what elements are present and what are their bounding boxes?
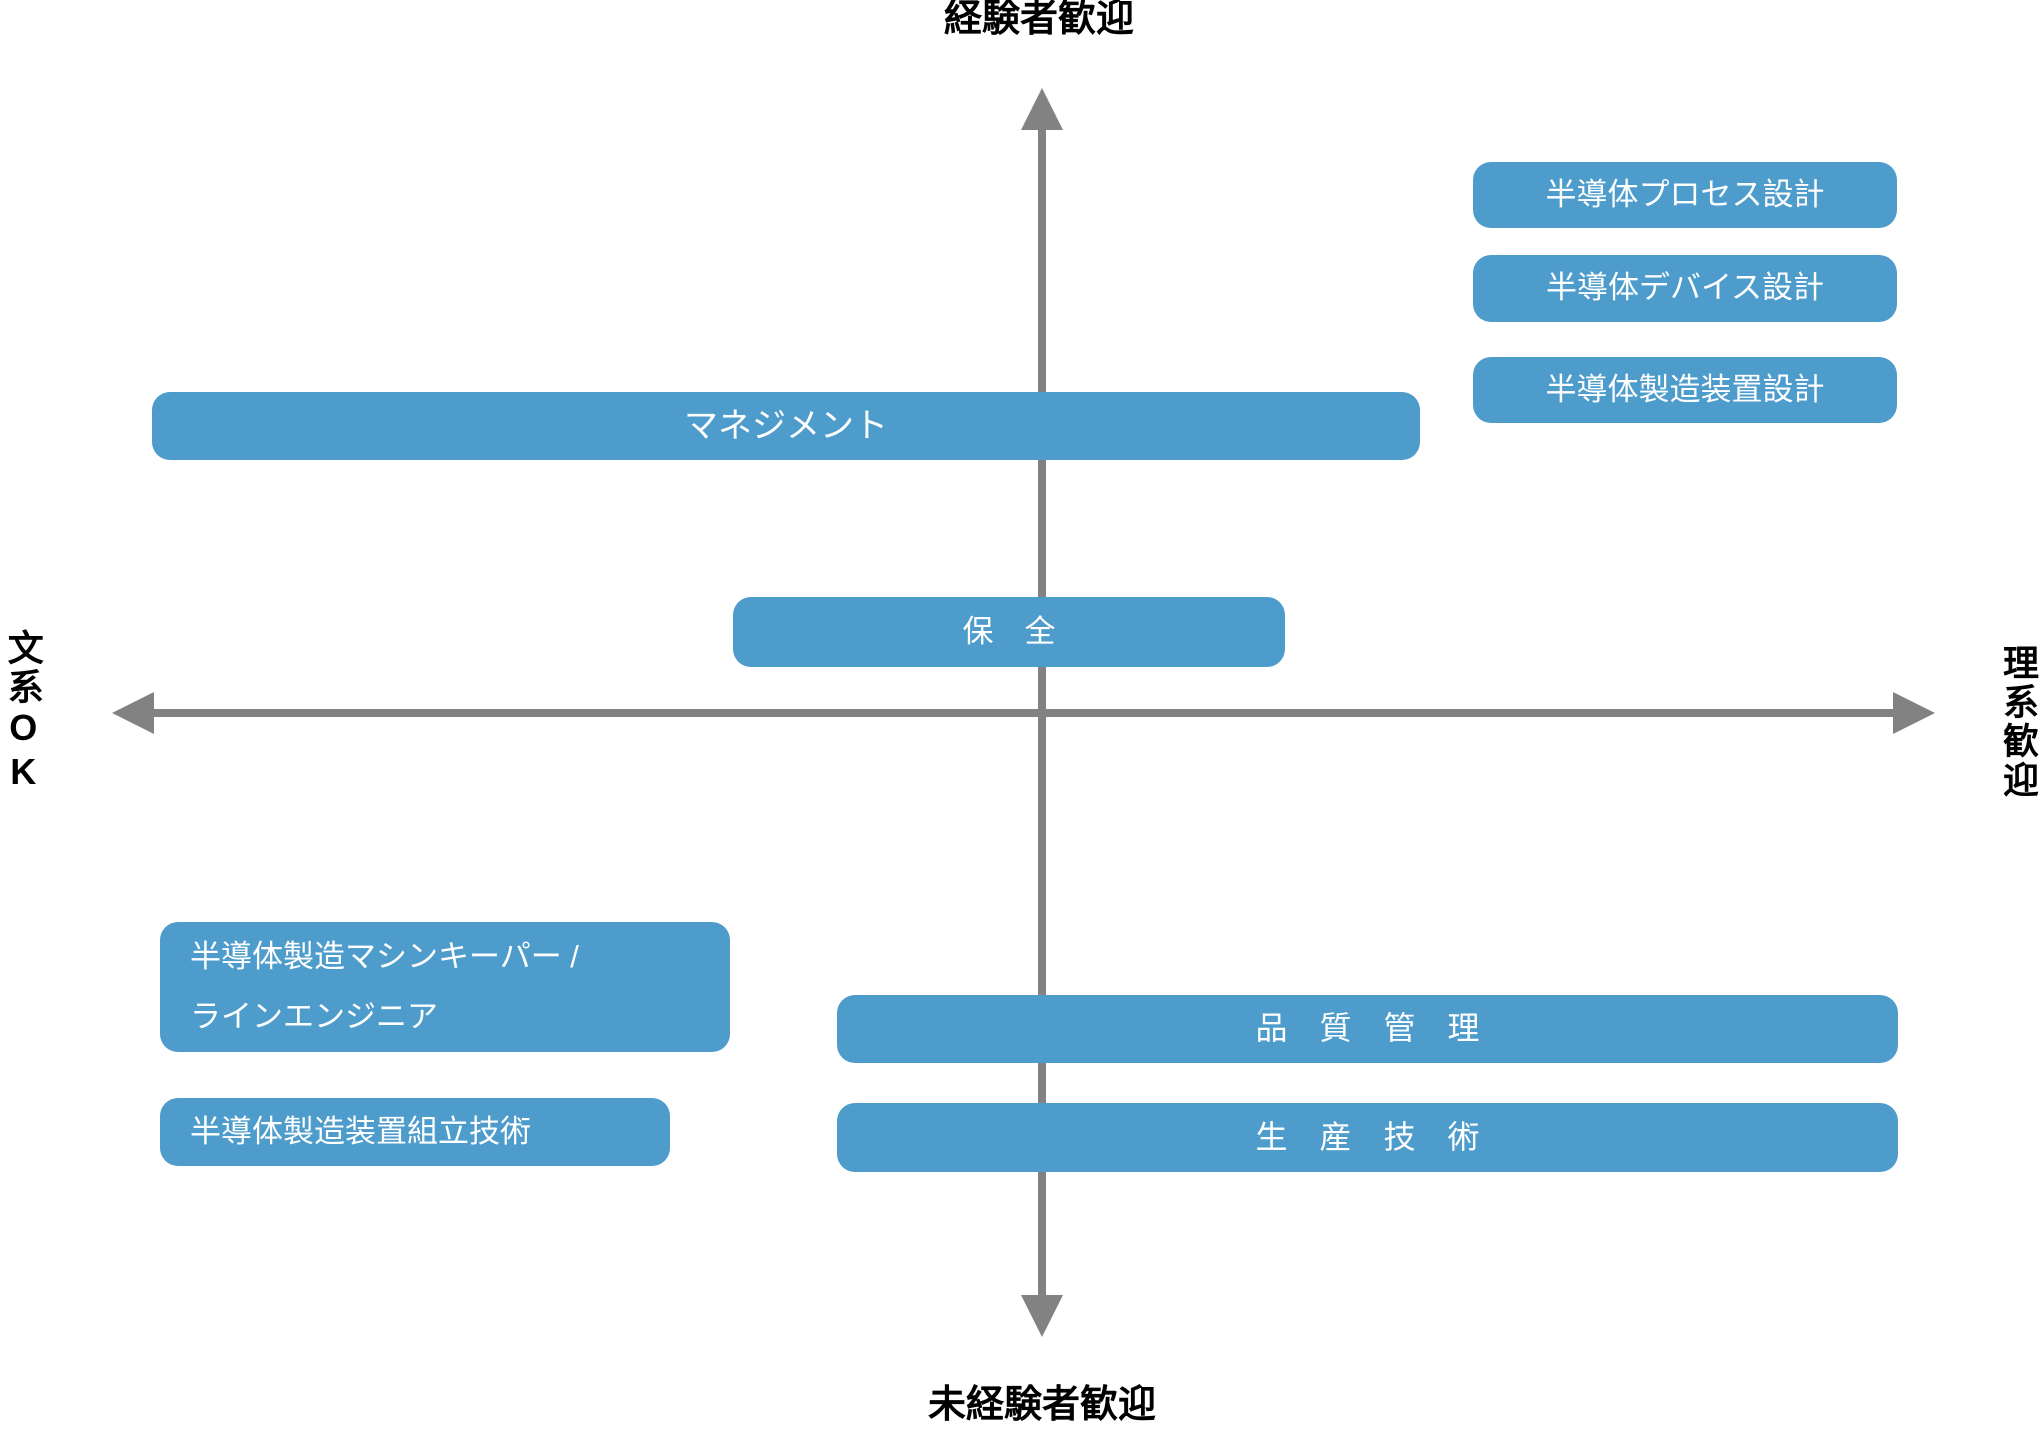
arrow-down-icon <box>1021 1295 1063 1337</box>
horizontal-axis-line <box>150 709 1895 717</box>
arrow-right-icon <box>1893 692 1935 734</box>
jobbox-machine-keeper-line-engineer: 半導体製造マシンキーパー / ラインエンジニア <box>160 922 730 1052</box>
axis-label-left: 文系OK <box>2 629 44 795</box>
jobbox-management: マネジメント <box>152 392 1420 460</box>
arrow-left-icon <box>112 692 154 734</box>
jobbox-maintenance: 保 全 <box>733 597 1285 667</box>
jobbox-equipment-assembly-technology: 半導体製造装置組立技術 <box>160 1098 670 1166</box>
axis-label-top: 経験者歓迎 <box>943 0 1135 40</box>
jobbox-semiconductor-device-design: 半導体デバイス設計 <box>1473 255 1897 322</box>
jobbox-semiconductor-process-design: 半導体プロセス設計 <box>1473 162 1897 228</box>
axis-label-right: 理系歓迎 <box>1998 644 2039 800</box>
axis-label-bottom: 未経験者歓迎 <box>927 1384 1157 1427</box>
arrow-up-icon <box>1021 88 1063 130</box>
jobbox-production-engineering: 生 産 技 術 <box>837 1103 1898 1172</box>
jobbox-quality-control: 品 質 管 理 <box>837 995 1898 1063</box>
jobbox-semiconductor-equipment-design: 半導体製造装置設計 <box>1473 357 1897 423</box>
